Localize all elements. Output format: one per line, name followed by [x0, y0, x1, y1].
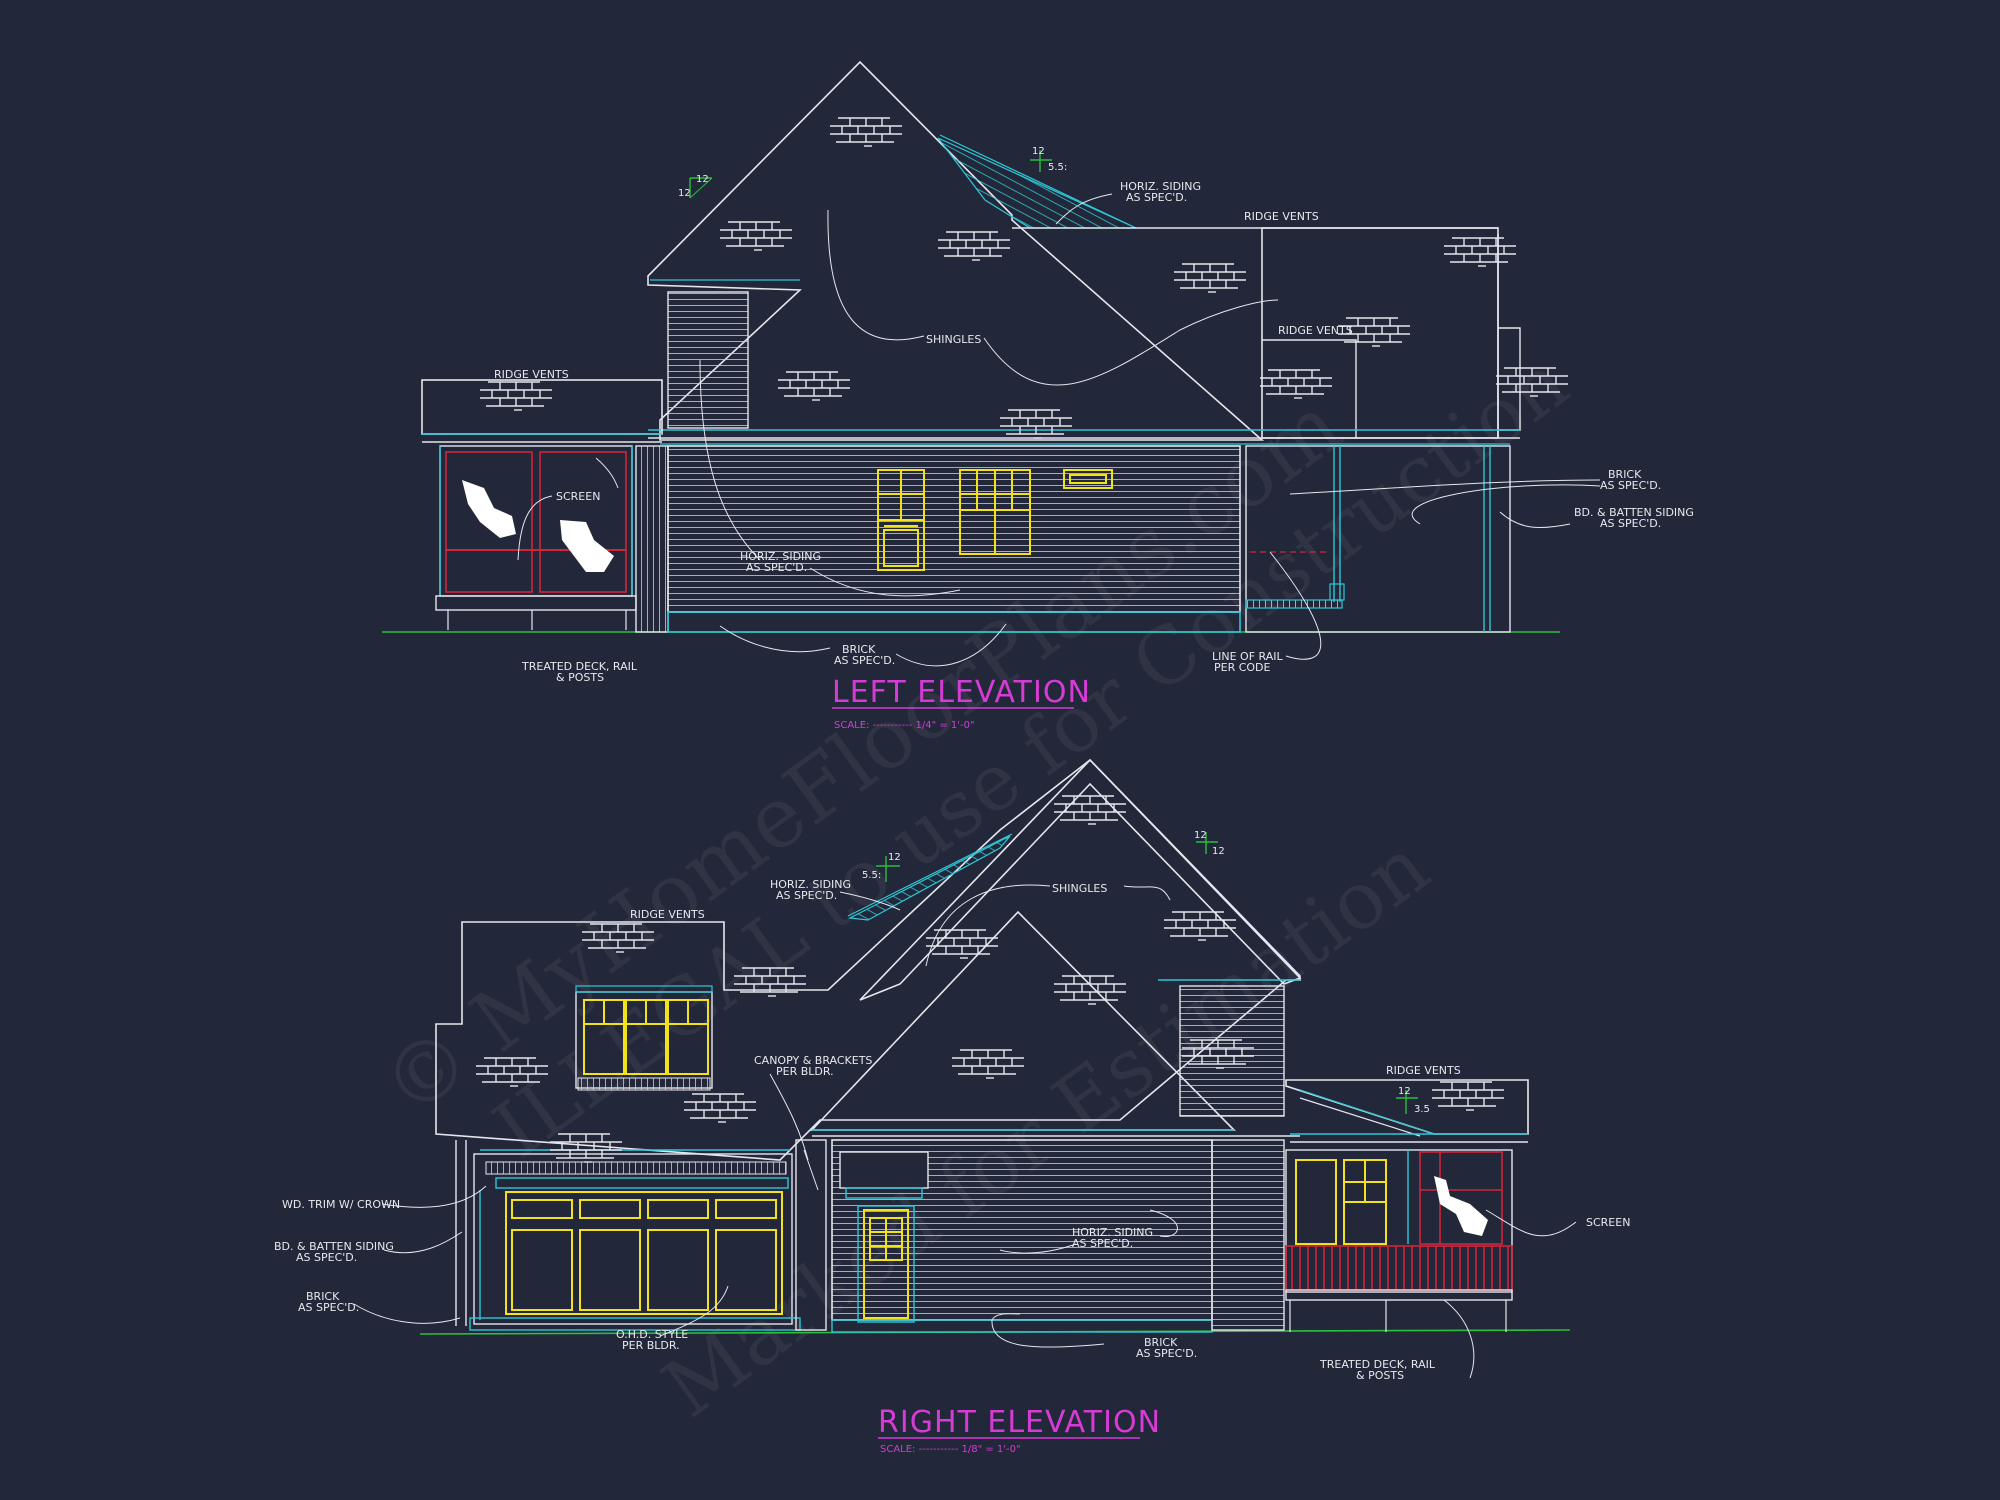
pitch-symbol-main: 12 12	[678, 174, 713, 199]
garage-wall	[473, 1153, 793, 1325]
note-as-specd: AS SPEC'D.	[1136, 1347, 1197, 1360]
note-horiz-siding: HORIZ. SIDING	[770, 878, 851, 891]
pitch-run: 3.5	[1414, 1104, 1430, 1115]
upper-siding-wall	[1179, 985, 1285, 1117]
note-line-of-rail: LINE OF RAIL	[1212, 650, 1283, 663]
note-as-specd: AS SPEC'D.	[1072, 1237, 1133, 1250]
note-ridge-vents: RIDGE VENTS	[1278, 324, 1353, 337]
side-door	[863, 1209, 909, 1319]
main-gable-roof	[647, 60, 1265, 441]
left-elevation-notes: RIDGE VENTS RIDGE VENTS RIDGE VENTS HORI…	[494, 180, 1694, 684]
note-per-bldr: PER BLDR.	[622, 1339, 680, 1352]
note-horiz-siding: HORIZ. SIDING	[1072, 1226, 1153, 1239]
note-brick: BRICK	[842, 643, 876, 656]
note-as-specd: AS SPEC'D.	[1126, 191, 1187, 204]
right-elevation-drawing: 12 12 12 5.5: 12 3.5	[274, 758, 1630, 1455]
note-brick: BRICK	[306, 1290, 340, 1303]
note-ridge-vents: RIDGE VENTS	[494, 368, 569, 381]
pitch-rise: 12	[1032, 146, 1045, 157]
note-wd-trim: WD. TRIM W/ CROWN	[282, 1198, 400, 1211]
left-roof-slope	[847, 835, 1011, 921]
note-as-specd: AS SPEC'D.	[834, 654, 895, 667]
porch-roof-left	[421, 379, 663, 435]
garage-door	[505, 1191, 783, 1315]
right-porch	[1285, 1149, 1513, 1293]
pitch-rise: 12	[1398, 1086, 1411, 1097]
note-as-specd: AS SPEC'D.	[776, 889, 837, 902]
note-posts: & POSTS	[556, 671, 604, 684]
right-elevation-scale: SCALE: ----------- 1/8" = 1'-0"	[880, 1444, 1021, 1455]
note-ridge-vents: RIDGE VENTS	[630, 908, 705, 921]
pitch-rise: 12	[696, 174, 709, 185]
pitch-run: 12	[678, 188, 691, 199]
note-screen: SCREEN	[556, 490, 600, 503]
left-elevation-drawing: 12 12 12 5.5: RIDGE VENTS	[382, 60, 1694, 731]
window-single	[877, 469, 925, 571]
note-per-code: PER CODE	[1214, 661, 1271, 674]
pitch-symbol-rear: 12 5.5:	[1030, 146, 1067, 173]
note-brick: BRICK	[1144, 1336, 1178, 1349]
pitch-symbol-porch: 12 3.5	[1396, 1086, 1430, 1115]
note-ridge-vents: RIDGE VENTS	[1386, 1064, 1461, 1077]
note-ridge-vents: RIDGE VENTS	[1244, 210, 1319, 223]
note-screen: SCREEN	[1586, 1216, 1630, 1229]
screen-mark-2	[560, 520, 614, 572]
pitch-rise: 12	[1194, 830, 1207, 841]
pitch-symbol-left: 12 5.5:	[862, 852, 901, 882]
note-as-specd: AS SPEC'D.	[746, 561, 807, 574]
main-siding-wall	[667, 445, 1241, 613]
note-shingles: SHINGLES	[1052, 882, 1107, 895]
note-batten-siding: BD. & BATTEN SIDING	[274, 1240, 394, 1253]
note-ohd-style: O.H.D. STYLE	[616, 1328, 688, 1341]
note-canopy: CANOPY & BRACKETS	[754, 1054, 872, 1067]
porch-rail	[1285, 1245, 1513, 1291]
left-elevation-title: LEFT ELEVATION	[832, 675, 1091, 710]
note-per-bldr: PER BLDR.	[776, 1065, 834, 1078]
note-posts: & POSTS	[1356, 1369, 1404, 1382]
note-shingles: SHINGLES	[926, 333, 981, 346]
right-elevation-notes: RIDGE VENTS RIDGE VENTS HORIZ. SIDING AS…	[274, 878, 1630, 1382]
pitch-symbol-main: 12 12	[1194, 830, 1225, 857]
note-horiz-siding: HORIZ. SIDING	[740, 550, 821, 563]
porch-windows	[1295, 1159, 1387, 1245]
pitch-run: 5.5:	[1048, 162, 1067, 173]
note-as-specd: AS SPEC'D.	[1600, 479, 1661, 492]
screen-mark-1	[462, 480, 516, 538]
note-brick: BRICK	[1608, 468, 1642, 481]
note-horiz-siding: HORIZ. SIDING	[1120, 180, 1201, 193]
note-batten-siding: BD. & BATTEN SIDING	[1574, 506, 1694, 519]
right-elevation-title: RIGHT ELEVATION	[878, 1405, 1161, 1440]
window-double	[959, 469, 1031, 555]
note-treated-deck: TREATED DECK, RAIL	[521, 660, 638, 673]
tall-gable	[859, 758, 1302, 1001]
note-as-specd: AS SPEC'D.	[298, 1301, 359, 1314]
brick-base	[667, 611, 1241, 633]
pitch-run: 5.5:	[862, 870, 881, 881]
pitch-rise: 12	[888, 852, 901, 863]
left-elevation-scale: SCALE: ----------- 1/4" = 1'-0"	[834, 720, 975, 731]
note-as-specd: AS SPEC'D.	[1600, 517, 1661, 530]
screen-mark	[1434, 1176, 1488, 1236]
covered-porch-right	[1245, 445, 1511, 633]
screened-porch	[439, 445, 633, 597]
upper-siding-wall	[667, 291, 749, 429]
dormer-windows	[583, 999, 709, 1075]
pitch-run: 12	[1212, 846, 1225, 857]
window-transom	[1063, 469, 1113, 489]
note-as-specd: AS SPEC'D.	[296, 1251, 357, 1264]
note-treated-deck: TREATED DECK, RAIL	[1319, 1358, 1436, 1371]
